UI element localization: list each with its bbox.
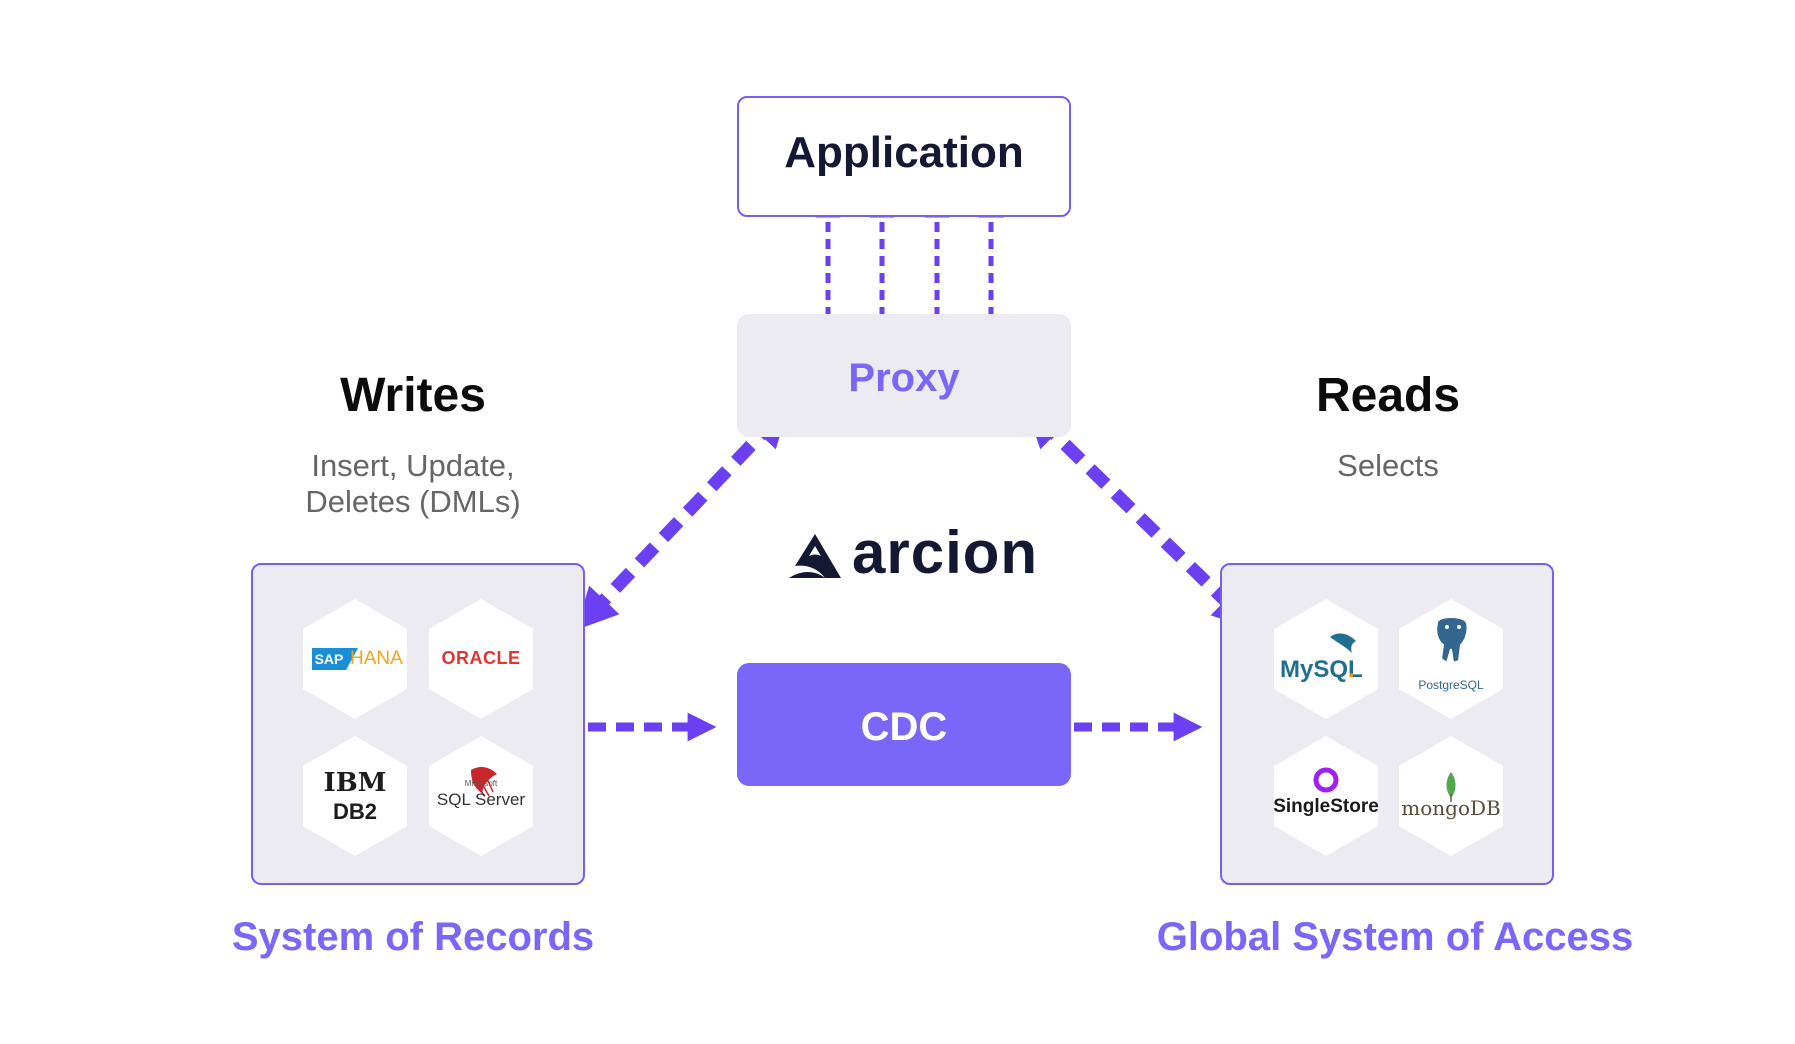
writes-subtitle-line2: Deletes (DMLs) bbox=[305, 484, 521, 519]
system-of-records-panel bbox=[251, 563, 585, 885]
sap-logo-text: SAP bbox=[314, 651, 344, 667]
ibm-db2-logo-icon bbox=[303, 736, 407, 856]
proxy-title: Proxy bbox=[848, 356, 960, 400]
singlestore-logo-text: SingleStore bbox=[1273, 796, 1379, 817]
sap-hana-logo-icon bbox=[303, 599, 407, 719]
proxy-box bbox=[737, 314, 1071, 437]
proxy-writes-arrow bbox=[575, 404, 790, 631]
proxy-reads-arrow bbox=[1025, 405, 1255, 630]
sql-server-logo-text: SQL Server bbox=[436, 790, 526, 809]
global-system-of-access-panel bbox=[1220, 563, 1554, 885]
postgresql-logo-text: PostgreSQL bbox=[1418, 678, 1484, 692]
cdc-box bbox=[737, 663, 1071, 786]
arcion-logo-icon bbox=[789, 534, 841, 578]
postgresql-logo-icon bbox=[1399, 599, 1503, 719]
db2-logo-text: DB2 bbox=[332, 799, 377, 824]
singlestore-logo-icon bbox=[1274, 736, 1378, 856]
mysql-logo-dot: . bbox=[1348, 656, 1355, 683]
sql-server-logo-icon bbox=[429, 736, 533, 856]
system-of-records-label: System of Records bbox=[231, 915, 595, 959]
oracle-logo-icon bbox=[429, 599, 533, 719]
reads-subtitle: Selects bbox=[1337, 448, 1439, 483]
microsoft-logo-text: Microsoft bbox=[464, 779, 498, 788]
ibm-logo-text: IBM bbox=[323, 768, 387, 798]
writes-subtitle-line1: Insert, Update, bbox=[311, 448, 515, 483]
writes-heading: Writes bbox=[340, 369, 486, 422]
application-box bbox=[737, 96, 1071, 217]
cdc-title: CDC bbox=[860, 705, 948, 749]
global-system-of-access-label: Global System of Access bbox=[1156, 915, 1634, 959]
oracle-logo-text: ORACLE bbox=[441, 648, 521, 668]
reads-heading: Reads bbox=[1315, 369, 1461, 422]
mongodb-logo-icon bbox=[1399, 736, 1503, 856]
application-title: Application bbox=[784, 128, 1024, 177]
hana-logo-text: HANA bbox=[350, 648, 403, 669]
mysql-logo-text: MySQL bbox=[1280, 656, 1363, 683]
app-proxy-arrows bbox=[815, 192, 1004, 345]
mysql-logo-icon bbox=[1274, 599, 1378, 719]
mongodb-logo-text: mongoDB bbox=[1401, 796, 1501, 820]
brand-name: arcion bbox=[852, 519, 1039, 586]
